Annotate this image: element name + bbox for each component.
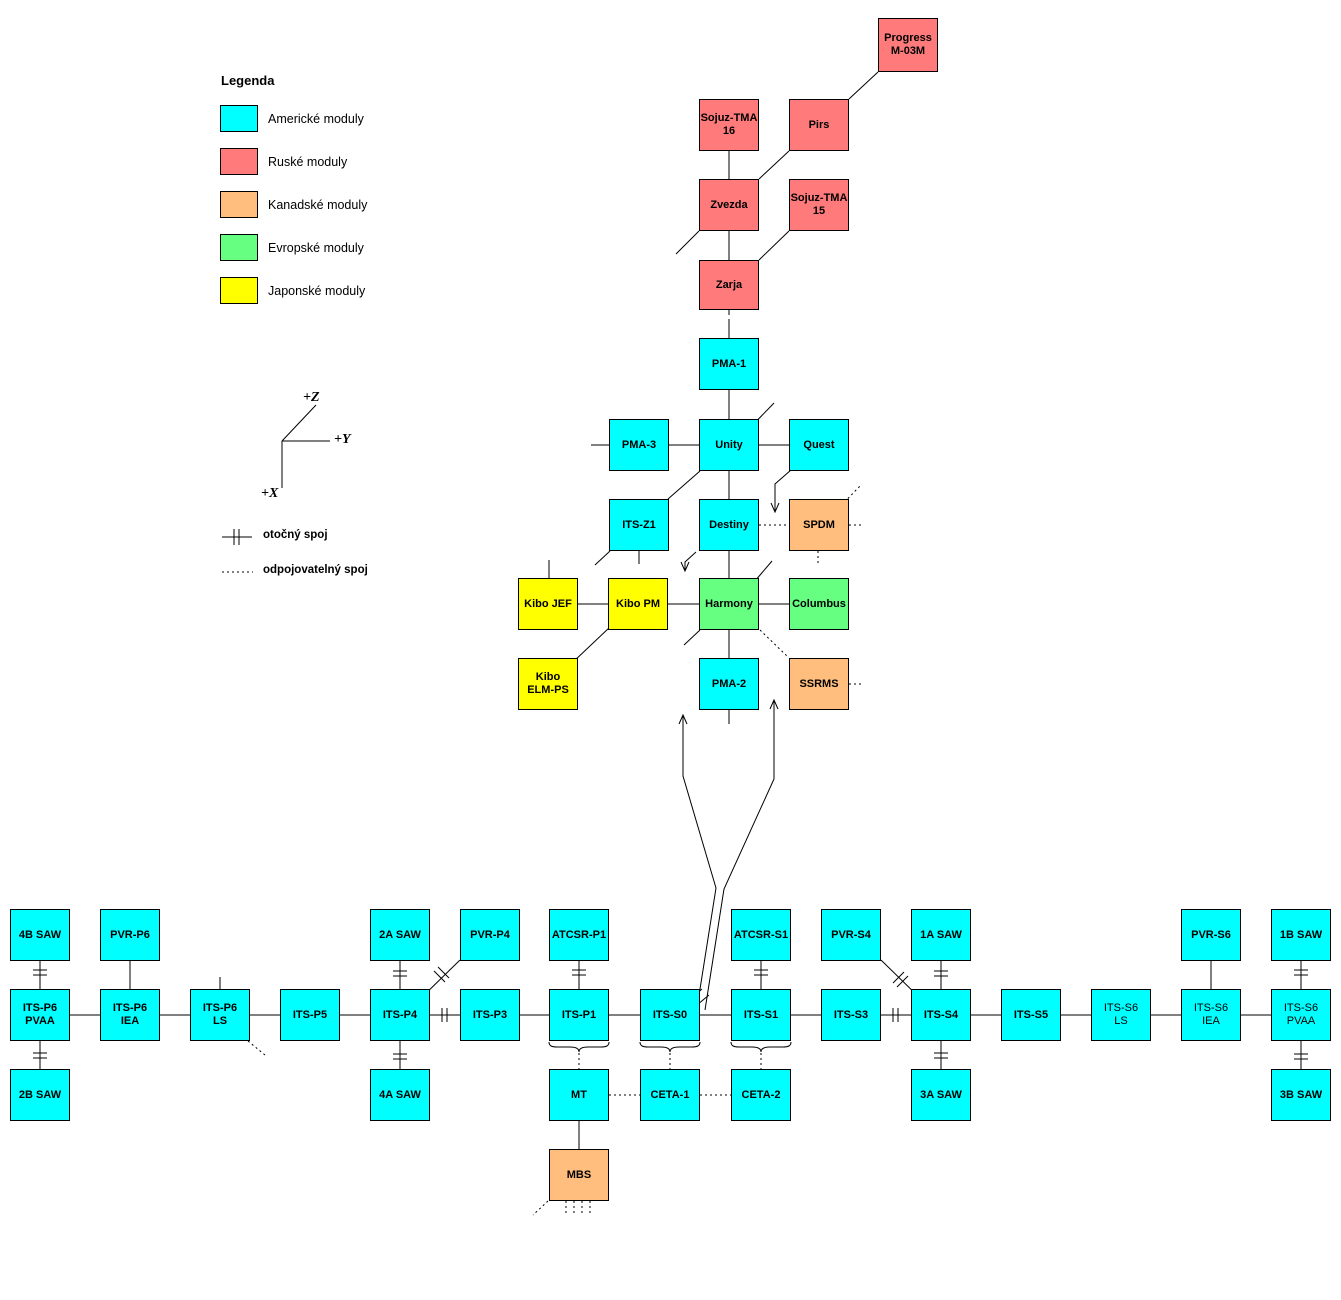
module-box-4a-saw: 4A SAW [370, 1069, 430, 1121]
legend-detachable-joint-label: odpojovatelný spoj [263, 564, 368, 576]
axis-x-label: +X [261, 486, 279, 501]
module-box-3b-saw: 3B SAW [1271, 1069, 1331, 1121]
legend-item-label: Americké moduly [268, 111, 364, 126]
module-box-its-s3: ITS-S3 [821, 989, 881, 1041]
module-box-pma-2: PMA-2 [699, 658, 759, 710]
module-box-1b-saw: 1B SAW [1271, 909, 1331, 961]
module-box-pvr-s4: PVR-S4 [821, 909, 881, 961]
module-box-mbs: MBS [549, 1149, 609, 1201]
module-box-pvr-s6: PVR-S6 [1181, 909, 1241, 961]
module-box-its-s4: ITS-S4 [911, 989, 971, 1041]
legend-item-russian: Ruské moduly [220, 148, 347, 175]
module-box-harmony: Harmony [699, 578, 759, 630]
legend-swatch-canadian [220, 191, 258, 218]
module-box-its-p1: ITS-P1 [549, 989, 609, 1041]
module-box-atcsr-p1: ATCSR-P1 [549, 909, 609, 961]
axis-y-label: +Y [334, 432, 351, 447]
module-box-pma-1: PMA-1 [699, 338, 759, 390]
module-box-its-z1: ITS-Z1 [609, 499, 669, 551]
module-box-zarja: Zarja [699, 260, 759, 310]
module-box-1a-saw: 1A SAW [911, 909, 971, 961]
module-box-kibo-pm: Kibo PM [608, 578, 668, 630]
module-box-4b-saw: 4B SAW [10, 909, 70, 961]
legend-item-japanese: Japonské moduly [220, 277, 365, 304]
legend-item-label: Ruské moduly [268, 154, 348, 169]
module-box-its-p3: ITS-P3 [460, 989, 520, 1041]
module-box-its-s0: ITS-S0 [640, 989, 700, 1041]
module-box-destiny: Destiny [699, 499, 759, 551]
module-box-pvr-p4: PVR-P4 [460, 909, 520, 961]
module-box-pma-3: PMA-3 [609, 419, 669, 471]
module-box-its-s5: ITS-S5 [1001, 989, 1061, 1041]
module-box-quest: Quest [789, 419, 849, 471]
module-box-pvr-p6: PVR-P6 [100, 909, 160, 961]
module-box-2a-saw: 2A SAW [370, 909, 430, 961]
module-box-its-p4: ITS-P4 [370, 989, 430, 1041]
legend-item-canadian: Kanadské moduly [220, 191, 367, 218]
legend-swatch-european [220, 234, 258, 261]
legend-item-label: Japonské moduly [268, 283, 366, 298]
legend-swatch-american [220, 105, 258, 132]
legend-item-label: Evropské moduly [268, 240, 364, 255]
legend-item-label: Kanadské moduly [268, 197, 368, 212]
legend-swatch-russian [220, 148, 258, 175]
module-box-its-s1: ITS-S1 [731, 989, 791, 1041]
module-box-mt: MT [549, 1069, 609, 1121]
module-box-spdm: SPDM [789, 499, 849, 551]
module-box-unity: Unity [699, 419, 759, 471]
module-box-columbus: Columbus [789, 578, 849, 630]
module-box-ceta-2: CETA-2 [731, 1069, 791, 1121]
legend-swatch-japanese [220, 277, 258, 304]
module-box-2b-saw: 2B SAW [10, 1069, 70, 1121]
legend-rotary-joint-label: otočný spoj [263, 529, 328, 541]
legend-item-european: Evropské moduly [220, 234, 364, 261]
module-box-zvezda: Zvezda [699, 179, 759, 231]
module-box-ssrms: SSRMS [789, 658, 849, 710]
module-box-kibo-jef: Kibo JEF [518, 578, 578, 630]
module-box-atcsr-s1: ATCSR-S1 [731, 909, 791, 961]
legend-item-american: Americké moduly [220, 105, 364, 132]
legend-title: Legenda [221, 73, 275, 88]
module-box-its-p5: ITS-P5 [280, 989, 340, 1041]
axis-z-label: +Z [303, 390, 320, 405]
module-box-pirs: Pirs [789, 99, 849, 151]
module-box-3a-saw: 3A SAW [911, 1069, 971, 1121]
module-box-ceta-1: CETA-1 [640, 1069, 700, 1121]
